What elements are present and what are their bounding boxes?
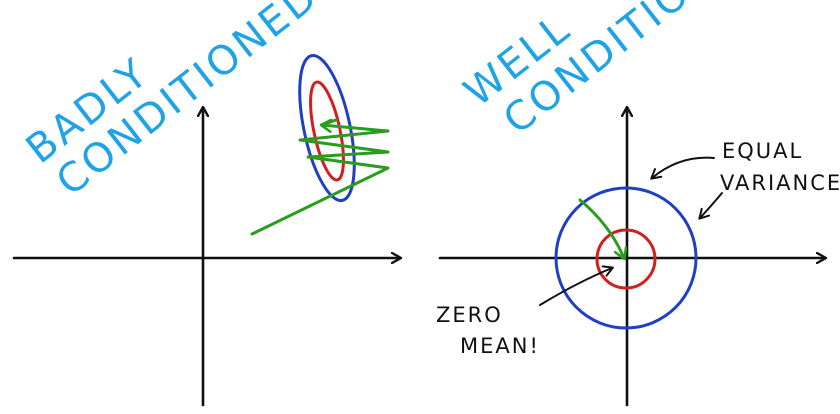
right-outer-contour xyxy=(554,186,698,330)
left-panel: BADLY CONDITIONED xyxy=(12,0,400,407)
left-optimization-path xyxy=(250,125,390,236)
annotation-zero-line2: MEAN! xyxy=(460,334,540,358)
right-inner-contour xyxy=(595,228,657,290)
left-inner-contour xyxy=(309,80,345,182)
left-title: BADLY CONDITIONED xyxy=(18,0,328,205)
right-title: WELL CONDITIONED xyxy=(456,0,775,144)
right-optimization-path xyxy=(578,198,624,258)
annotation-equal-line1: EQUAL xyxy=(722,139,803,163)
pointer-to-outer-contour xyxy=(650,156,715,180)
left-path-end xyxy=(320,118,338,127)
annotation-zero-line1: ZERO xyxy=(436,303,503,327)
annotation-equal-line2: VARIANCE! xyxy=(720,171,840,195)
pointer-to-origin xyxy=(539,265,614,306)
left-outer-contour xyxy=(298,53,356,203)
pointer-to-outer-contour-2 xyxy=(698,192,723,220)
right-panel: WELL CONDITIONED EQUAL VARIANCE! ZERO ME… xyxy=(436,0,840,407)
